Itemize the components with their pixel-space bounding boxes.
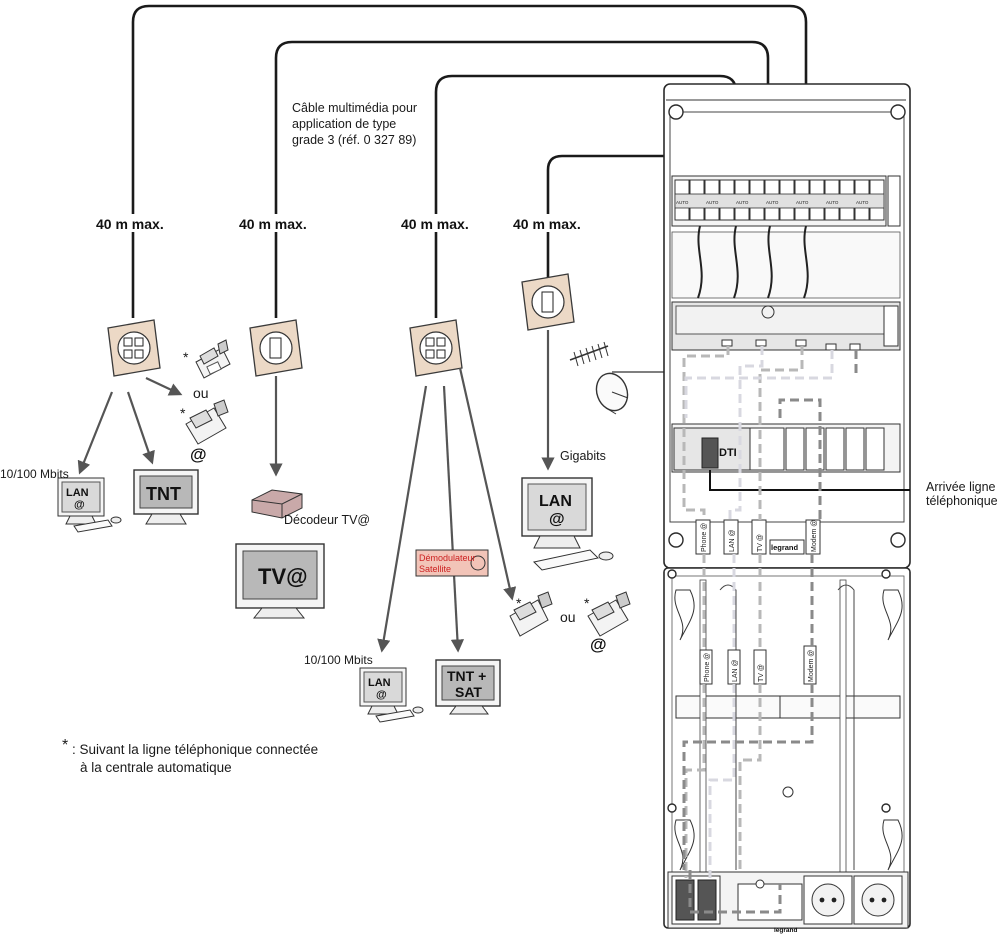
tv-screen-tntsat-1: TNT + [447, 668, 486, 684]
cable-note-line-1: Câble multimédia pour [292, 101, 417, 115]
incoming-line-label-1: Arrivée ligne [926, 480, 996, 494]
computer-lan-2 [359, 667, 424, 723]
connection-arrows [77, 330, 555, 653]
max-length-label-4: 40 m max. [513, 216, 581, 232]
computer-lan-1 [57, 477, 122, 533]
satellite-dish-icon [595, 372, 629, 415]
asterisk-3: * [516, 595, 522, 611]
wall-socket-single [249, 319, 303, 377]
socket-mid-phone: Phone @ [704, 653, 711, 682]
footnote-line-2: à la centrale automatique [80, 760, 232, 775]
satellite-demodulator [415, 549, 489, 577]
socket-mid-modem: Modem @ [808, 650, 815, 682]
wall-socket-double-rj45-2 [409, 319, 463, 377]
ou-label-2: ou [560, 609, 576, 625]
at-symbol-1: @ [190, 445, 207, 464]
wall-socket-double-rj45 [107, 319, 161, 377]
socket-top-phone: Phone @ [701, 523, 708, 552]
dti-label: DTI [719, 447, 737, 459]
cable-2 [274, 40, 770, 318]
pc-screen-at-gigabit: @ [549, 511, 565, 528]
telephone-2 [509, 591, 553, 637]
tv-screen-tnt: TNT [146, 484, 181, 504]
tv-decoder-box [251, 489, 303, 519]
ip-telephone-1 [185, 399, 229, 445]
socket-mid-lan: LAN @ [732, 659, 739, 682]
tv-screen-tntsat-2: SAT [455, 684, 482, 700]
at-symbol-2: @ [590, 635, 607, 654]
breaker-label-5: AUTO [796, 200, 809, 205]
breaker-label-6: AUTO [826, 200, 839, 205]
decoder-label: Décodeur TV@ [284, 513, 370, 527]
tv-screen-ip: TV@ [258, 564, 308, 589]
breaker-label-1: AUTO [676, 200, 689, 205]
asterisk-2: * [180, 405, 186, 421]
pc-screen-at-1: @ [74, 499, 85, 511]
ip-telephone-2 [587, 591, 631, 637]
demod-label-1: Démodulateur [419, 553, 476, 563]
legrand-logo-top: legrand [771, 543, 799, 552]
speed-label-1: 10/100 Mbits [0, 467, 69, 481]
socket-top-modem: Modem @ [811, 520, 818, 552]
breaker-label-3: AUTO [736, 200, 749, 205]
pc-screen-lan-1: LAN [66, 487, 89, 499]
asterisk-4: * [584, 595, 590, 611]
cable-note-line-2: application de type [292, 117, 396, 131]
breaker-label-7: AUTO [856, 200, 869, 205]
wall-socket-gigabit [521, 273, 575, 331]
max-length-label-1: 40 m max. [96, 216, 164, 232]
socket-mid-tv: TV @ [758, 664, 765, 682]
tv-antenna-icon [569, 341, 609, 367]
max-length-label-3: 40 m max. [401, 216, 469, 232]
computer-gigabit [521, 477, 614, 571]
pc-screen-lan-2: LAN [368, 677, 391, 689]
cable-1 [131, 4, 808, 318]
tv-tnt [133, 469, 199, 525]
telephone-1 [195, 339, 231, 379]
breaker-label-2: AUTO [706, 200, 719, 205]
breaker-row [674, 179, 885, 221]
cable-note-line-3: grade 3 (réf. 0 327 89) [292, 133, 416, 147]
pc-screen-at-2: @ [376, 689, 387, 701]
patch-cables [682, 346, 858, 914]
gigabits-label: Gigabits [560, 449, 606, 463]
legrand-logo-bottom: legrand [774, 927, 798, 934]
ou-label-1: ou [193, 385, 209, 401]
max-length-label-2: 40 m max. [239, 216, 307, 232]
pc-screen-lan-gigabit: LAN [539, 493, 572, 510]
footnote-line-1: : Suivant la ligne téléphonique connecté… [72, 742, 318, 757]
electrical-enclosure: AUTO AUTO AUTO AUTO AUTO AUTO AUTO [663, 83, 911, 929]
asterisk-1: * [183, 349, 189, 365]
incoming-line-label-2: téléphonique [926, 494, 998, 508]
socket-top-tv: TV @ [757, 534, 764, 552]
breaker-label-4: AUTO [766, 200, 779, 205]
footnote-asterisk: * [62, 737, 68, 754]
tv-tnt-sat [435, 659, 501, 715]
speed-label-2: 10/100 Mbits [304, 653, 373, 667]
socket-top-lan: LAN @ [729, 529, 736, 552]
demod-label-2: Satellite [419, 564, 451, 574]
tv-ip [235, 543, 325, 619]
